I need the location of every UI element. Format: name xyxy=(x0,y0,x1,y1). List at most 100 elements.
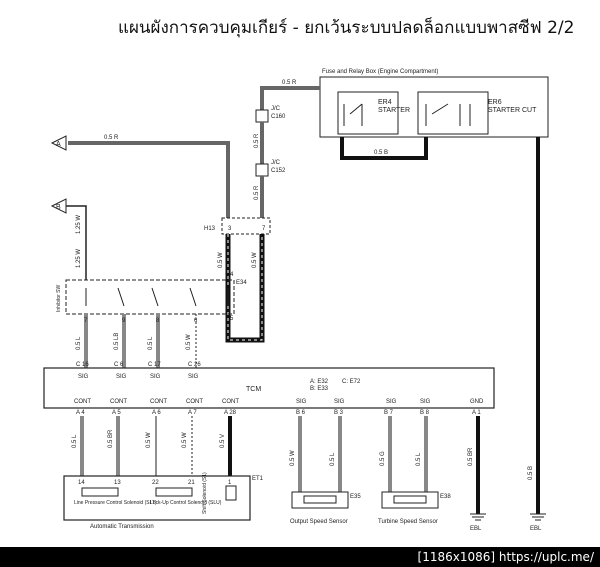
tcm-conn-c: C: E72 xyxy=(342,379,361,385)
cont1-label: 0.5 L xyxy=(72,434,78,448)
connector-a xyxy=(50,135,67,151)
turbine-sensor-coil xyxy=(393,495,427,504)
automatic-transmission-box xyxy=(63,475,251,521)
ground-symbol-tcm xyxy=(470,513,486,521)
tcm-bottom-name-9: SIG xyxy=(420,399,431,405)
jc1-id: C160 xyxy=(271,114,286,120)
trans-pin-1: 1 xyxy=(228,480,232,486)
gnd-label: 0.5 BR xyxy=(468,447,474,466)
tcm-bottom-pin-9: B 8 xyxy=(420,410,430,416)
tcm-bottom-pin-8: B 7 xyxy=(384,410,394,416)
tcm-top-pin-1: C 16 xyxy=(76,362,89,368)
er4-switch xyxy=(343,103,363,126)
er6-label: ER6 xyxy=(488,99,502,106)
connector-b-label: B xyxy=(56,204,61,211)
tcm-box xyxy=(43,367,495,409)
er4-label: ER4 xyxy=(378,99,392,106)
trans-pin-13: 13 xyxy=(114,480,121,486)
tcm-top-pin-3: C 17 xyxy=(148,362,161,368)
connector-a-label: A xyxy=(56,141,61,148)
et1-label: ET1 xyxy=(252,476,264,482)
tcm-bottom-pin-10: A 1 xyxy=(472,410,481,416)
turbine-speed-sensor xyxy=(381,491,439,509)
h13-pin3: 3 xyxy=(228,226,232,232)
tcm-bottom-name-5: CONT xyxy=(222,399,239,405)
inhibitor-label: Inhibitor SW xyxy=(56,284,62,312)
trans-pin-21: 21 xyxy=(188,480,195,486)
slu-label: Lock-Up Control Solenoid (SLU) xyxy=(150,500,222,506)
trans-pin-22: 22 xyxy=(152,480,159,486)
tcm-bottom-pin-2: A 5 xyxy=(112,410,121,416)
inhibitor-pin-6: 6 xyxy=(194,318,198,324)
wiring-diagram: Fuse and Relay Box (Engine Compartment) … xyxy=(43,69,549,532)
tcm-col1-label: 0.5 L xyxy=(76,336,82,350)
relay-link-label: 0.5 B xyxy=(374,150,388,156)
b-wire-label2: 1.25 W xyxy=(76,249,82,268)
black-loop-wire xyxy=(225,234,265,343)
tcm-bottom-pin-4: A 7 xyxy=(188,410,197,416)
black-vertical-label2: 0.5 W xyxy=(252,252,258,268)
sig3-label: 0.5 G xyxy=(380,451,386,466)
b-wire-label1: 1.25 W xyxy=(76,215,82,234)
tcm-bottom-pin-3: A 6 xyxy=(152,410,161,416)
tcm-col4-label: 0.5 W xyxy=(186,334,192,350)
ebl-wire-label: 0.5 B xyxy=(528,466,534,480)
diagram-title: แผนผังการควบคุมเกียร์ - ยกเว้นระบบปลดล็อ… xyxy=(118,18,575,38)
slt-label: Line Pressure Control Solenoid (SLT) xyxy=(74,500,157,506)
output-sensor-coil xyxy=(303,495,337,504)
j-upper-label: 0.5 R xyxy=(254,133,260,148)
jc2-label: J/C xyxy=(271,160,281,166)
inhibitor-pin-9: 9 xyxy=(122,318,126,324)
output-speed-sensor xyxy=(291,491,349,509)
tcm-bottom-name-8: SIG xyxy=(386,399,397,405)
tcm-top-name-2: SIG xyxy=(116,374,127,380)
top-wire xyxy=(260,86,320,112)
e34-label: E34 xyxy=(236,280,247,286)
relay-er4 xyxy=(337,91,399,135)
inhibitor-contacts xyxy=(85,287,229,307)
tcm-bottom-name-2: CONT xyxy=(110,399,127,405)
cont2-label: 0.5 BR xyxy=(108,429,114,448)
pin5-label: 5 xyxy=(230,316,234,322)
tcm-bottom-pin-7: B 3 xyxy=(334,410,344,416)
tcm-conn-a: A: E32 xyxy=(310,379,329,385)
ground-label-tcm: EBL xyxy=(470,526,482,532)
tcm-top-pin-4: C 26 xyxy=(188,362,201,368)
tcm-bottom-name-10: GND xyxy=(470,399,484,405)
tcm-bottom-name-6: SIG xyxy=(296,399,307,405)
tcm-top-name-3: SIG xyxy=(150,374,161,380)
top-wire-label: 0.5 R xyxy=(282,80,297,86)
j-lower-label: 0.5 R xyxy=(254,185,260,200)
jc-c152 xyxy=(255,163,269,177)
er4-name: STARTER xyxy=(378,107,410,114)
tcm-bottom-name-4: CONT xyxy=(186,399,203,405)
tcm-top-pin-2: C 6 xyxy=(114,362,124,368)
tcm-label: TCM xyxy=(246,386,261,393)
output-sensor-label: Output Speed Sensor xyxy=(290,519,348,525)
shift-label: Shift Solenoid (S1) xyxy=(202,472,208,514)
ground-label-right: EBL xyxy=(530,526,542,532)
pin4-label: 4 xyxy=(230,272,234,278)
ground-symbol-right xyxy=(530,513,546,521)
black-loop-stripe xyxy=(227,234,263,341)
tcm-bottom-pin-1: A 4 xyxy=(76,410,85,416)
slt-solenoid xyxy=(81,487,119,497)
tcm-bottom-name-1: CONT xyxy=(74,399,91,405)
b-wire xyxy=(66,205,87,280)
transmission-label: Automatic Transmission xyxy=(90,524,154,530)
h13-pin7: 7 xyxy=(262,226,266,232)
relay-er6 xyxy=(417,91,489,135)
trans-pin-14: 14 xyxy=(78,480,85,486)
turbine-sensor-label: Turbine Speed Sensor xyxy=(378,519,438,525)
sig2-label: 0.5 L xyxy=(330,452,336,466)
tcm-bottom-name-7: SIG xyxy=(334,399,345,405)
tcm-top-name-1: SIG xyxy=(78,374,89,380)
relay-box-label: Fuse and Relay Box (Engine Compartment) xyxy=(322,69,438,75)
slu-solenoid xyxy=(155,487,193,497)
shift-solenoid xyxy=(225,485,237,501)
tcm-col3-label: 0.5 L xyxy=(148,336,154,350)
inhibitor-pin-7: 7 xyxy=(84,318,88,324)
turbine-sensor-id: E38 xyxy=(440,494,451,500)
cont3-label: 0.5 W xyxy=(146,432,152,448)
